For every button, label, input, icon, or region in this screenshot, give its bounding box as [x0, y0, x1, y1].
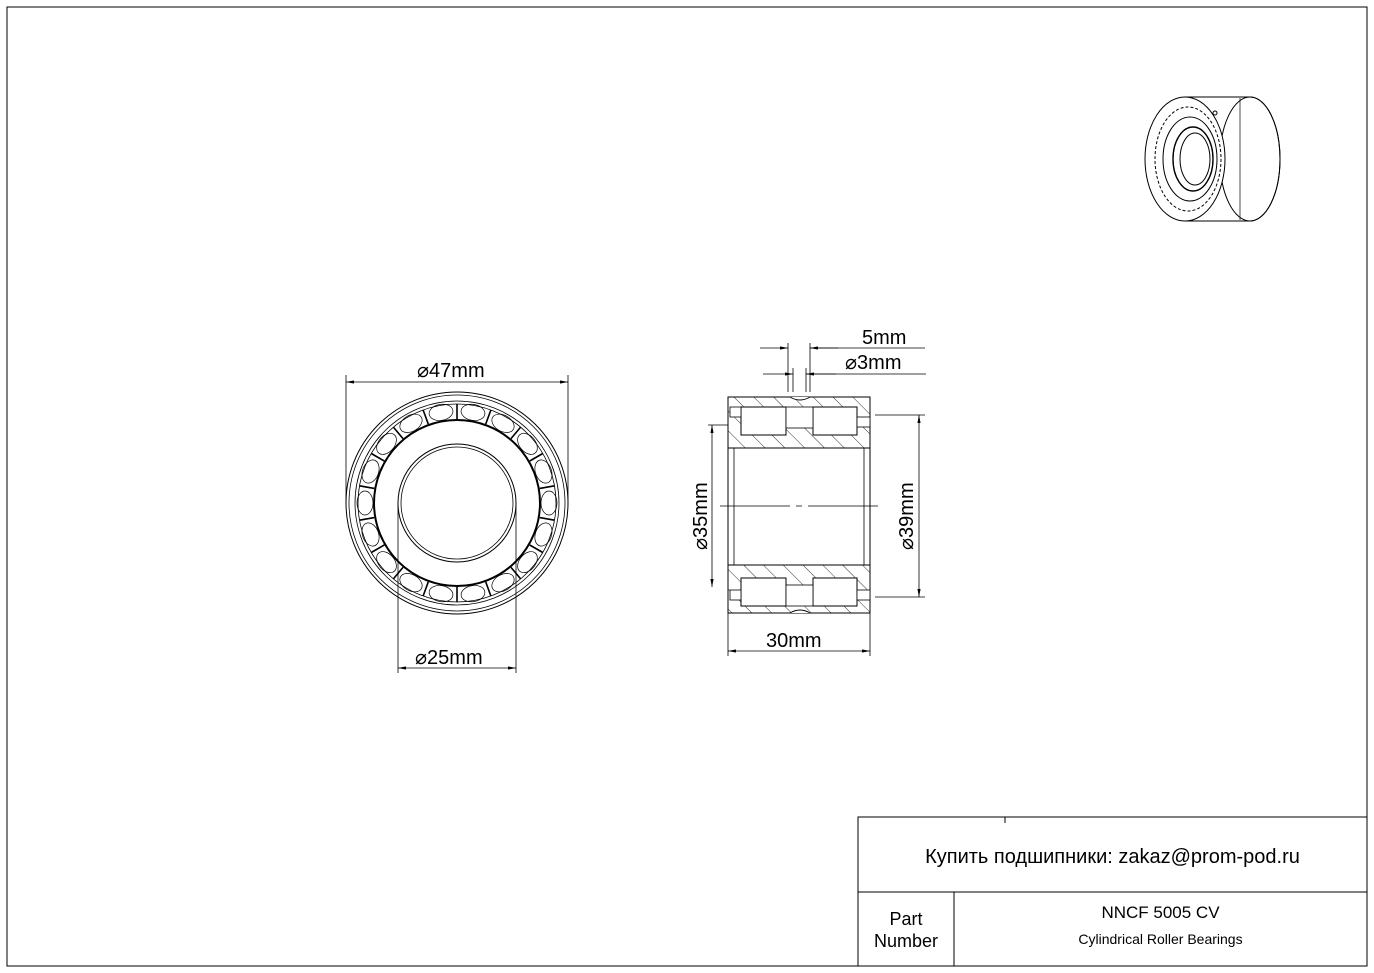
cage-bar — [484, 409, 492, 425]
part-label-line1: Part — [889, 909, 923, 929]
groove-width-label: 5mm — [862, 327, 906, 349]
section-view — [720, 396, 880, 614]
roller — [376, 551, 397, 574]
roller — [517, 551, 538, 574]
cage-bar — [392, 426, 404, 440]
roller — [491, 413, 515, 433]
roller — [356, 490, 374, 516]
dimension-bore-diameter — [397, 503, 517, 673]
roller — [399, 413, 423, 433]
outer-diameter-label: ⌀47mm — [417, 360, 485, 382]
roller — [540, 490, 558, 516]
roller — [399, 573, 423, 593]
cage-bar — [359, 516, 375, 521]
title-block-frame — [857, 816, 1368, 967]
roller — [428, 585, 454, 603]
roller — [376, 432, 397, 455]
dimension-groove-width — [760, 343, 925, 392]
roller — [517, 432, 538, 455]
roller — [460, 585, 486, 603]
cage-bar — [529, 544, 544, 554]
part-number-value: NNCF 5005 CV — [1101, 903, 1220, 922]
roller — [491, 573, 515, 593]
dimension-width — [727, 613, 871, 656]
width-label: 30mm — [766, 630, 822, 652]
hole-diameter-label: ⌀3mm — [845, 352, 902, 374]
buy-contact-text: Купить подшипники: zakaz@prom-pod.ru — [925, 846, 1300, 868]
d35-label: ⌀35mm — [690, 482, 712, 550]
sheet-border — [6, 6, 1368, 967]
dimension-hole-diameter — [763, 368, 926, 392]
d39-label: ⌀39mm — [896, 482, 918, 550]
roller — [361, 459, 380, 484]
dimension-outer-diameter — [345, 375, 569, 503]
cage-bar — [359, 485, 375, 490]
roller — [428, 403, 454, 421]
cage-bar — [529, 452, 544, 462]
roller — [460, 403, 486, 421]
cage-bar — [510, 426, 522, 440]
front-view — [345, 391, 569, 615]
roller — [534, 459, 553, 484]
cage-bar — [539, 485, 555, 490]
dimension-39 — [875, 414, 925, 598]
cage-bar — [539, 516, 555, 521]
dimension-35 — [708, 424, 728, 587]
cage-bar — [422, 581, 430, 597]
roller — [361, 522, 380, 547]
cage-bar — [422, 409, 430, 425]
part-number-label: Part Number — [858, 908, 954, 952]
part-description: Cylindrical Roller Bearings — [1078, 931, 1243, 947]
cage-bar — [484, 581, 492, 597]
cage-bar — [370, 544, 385, 554]
bore-diameter-label: ⌀25mm — [415, 647, 483, 669]
roller — [534, 522, 553, 547]
part-label-line2: Number — [873, 931, 939, 951]
cage-bar — [370, 452, 385, 462]
bearing-3d-thumbnail — [1144, 96, 1281, 222]
